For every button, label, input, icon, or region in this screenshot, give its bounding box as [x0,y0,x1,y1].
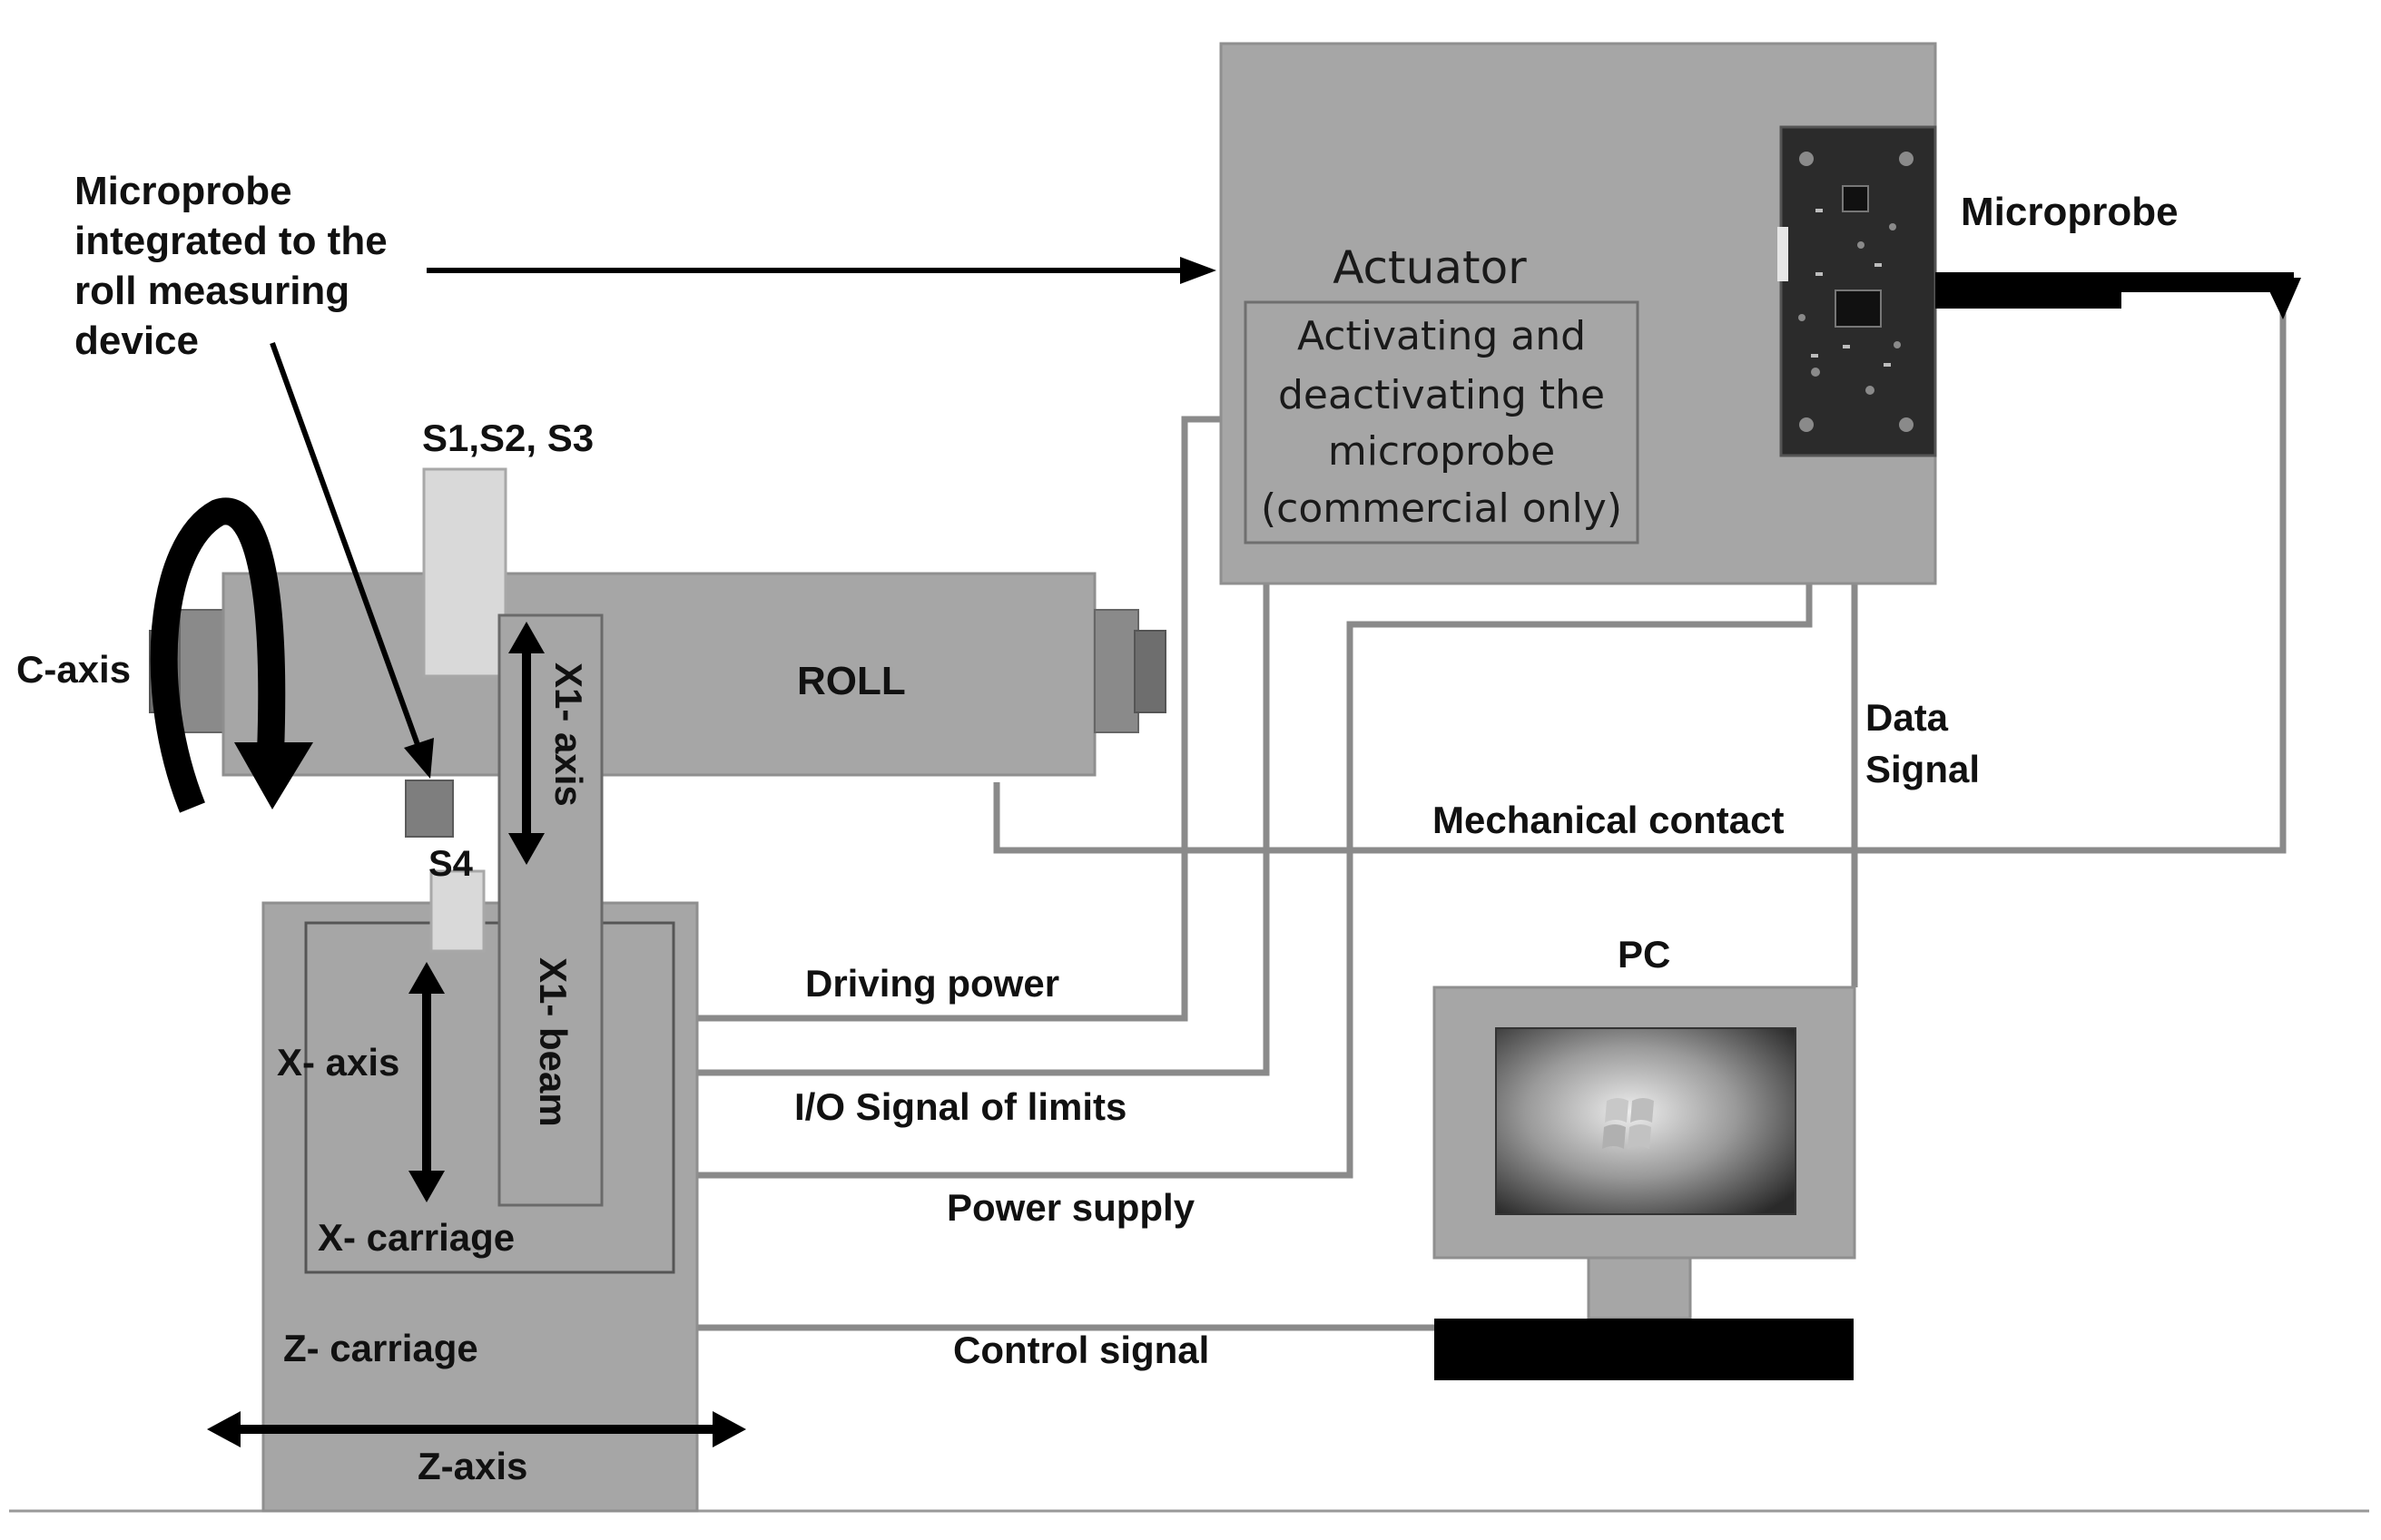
pc [1432,986,1856,1380]
s1-s2-s3-label: S1,S2, S3 [422,417,594,459]
x-carriage [304,921,675,1274]
s4-label: S4 [428,844,474,884]
driving-power-wire [697,416,1221,1022]
pc-stand [1587,1256,1692,1320]
s1-s2-s3-sensor [422,467,507,678]
microprobe-pointer-arrow [270,341,434,779]
x-axis-label: X- axis [277,1041,399,1084]
data-signal-label-line2: Signal [1865,748,1980,790]
actuator-title: Actuator [1333,241,1527,294]
x1-beam [497,613,604,1207]
mechanical-contact-label: Mechanical contact [1432,799,1784,841]
driving-power-label: Driving power [805,962,1059,1005]
microprobe-callout-arrow [427,257,1216,284]
actuator-inner-box [1244,300,1639,544]
microprobe-note-line3: roll measuring [74,269,349,313]
c-axis-label: C-axis [16,648,131,691]
x-axis-arrow [408,962,445,1202]
microprobe-small-block [405,780,454,838]
z-axis-arrow [207,1411,746,1447]
actuator-line4: (commercial only) [1261,486,1622,532]
microprobe-label: Microprobe [1961,190,2179,234]
pc-screen [1495,1027,1796,1215]
x1-beam-label: X1- beam [532,957,575,1127]
pc-label: PC [1618,933,1670,976]
actuator-line2: deactivating the [1278,372,1605,418]
io-signal-wire [697,544,1270,1076]
power-supply-label: Power supply [947,1186,1195,1229]
roll [149,572,1166,777]
microprobe-note-line2: integrated to the [74,219,388,263]
labels: Microprobe integrated to the roll measur… [16,169,2179,1487]
pc-keyboard [1434,1319,1854,1380]
microprobe-pcb [1777,125,1937,457]
c-axis-rotation-arrow [150,497,313,813]
microprobe-arm [1935,272,2301,319]
roll-label: ROLL [797,659,906,703]
actuator-line1: Activating and [1297,313,1586,359]
actuator-line3: microprobe [1328,428,1555,475]
x1-axis-arrow [508,622,545,865]
s4-sensor [429,869,486,953]
data-signal-label-line1: Data [1865,696,1949,739]
microprobe-note-line1: Microprobe [74,169,292,213]
mechanical-contact-wire [993,290,2287,854]
microprobe-note-line4: device [74,319,199,363]
windows-logo-icon [1602,1098,1654,1149]
z-axis-label: Z-axis [418,1445,527,1487]
control-signal-label: Control signal [953,1329,1209,1371]
z-carriage-label: Z- carriage [283,1327,478,1369]
io-signal-label: I/O Signal of limits [794,1085,1127,1128]
x1-axis-label: X1- axis [547,662,590,807]
x-carriage-label: X- carriage [318,1216,515,1259]
